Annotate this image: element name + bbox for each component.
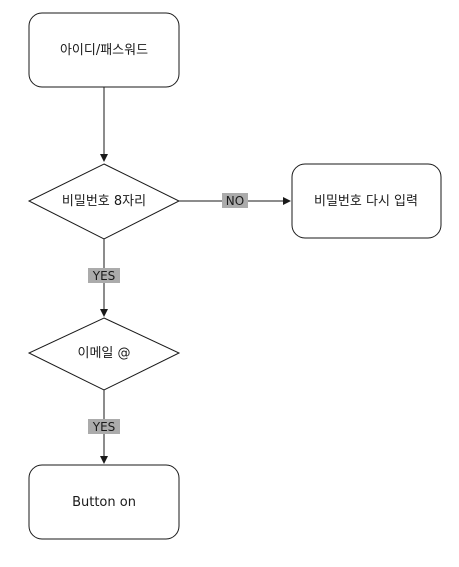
node-button-on-text: Button on xyxy=(72,495,136,510)
email-yes-label-text: YES xyxy=(92,420,116,434)
password-yes-label-text: YES xyxy=(92,269,116,283)
node-retry: 비밀번호 다시 입력 xyxy=(291,163,442,239)
edge-labels: NO YES YES xyxy=(88,193,248,434)
node-password-check: 비밀번호 8자리 xyxy=(27,163,181,240)
node-password-check-text: 비밀번호 8자리 xyxy=(62,194,146,209)
node-retry-text: 비밀번호 다시 입력 xyxy=(314,194,418,209)
node-login-text: 아이디/패스워드 xyxy=(60,43,148,58)
no-label: NO xyxy=(222,193,248,208)
node-button-on: Button on xyxy=(28,464,180,540)
no-label-text: NO xyxy=(226,194,244,208)
email-yes-label: YES xyxy=(88,419,120,434)
nodes: 아이디/패스워드 비밀번호 8자리 비밀번호 다시 입력 이메일 @ Butto… xyxy=(27,12,442,540)
password-yes-label: YES xyxy=(88,268,120,283)
node-login: 아이디/패스워드 xyxy=(28,12,180,88)
edges xyxy=(100,87,291,464)
node-email-check-text: 이메일 @ xyxy=(77,346,130,361)
node-email-check: 이메일 @ xyxy=(27,317,181,391)
